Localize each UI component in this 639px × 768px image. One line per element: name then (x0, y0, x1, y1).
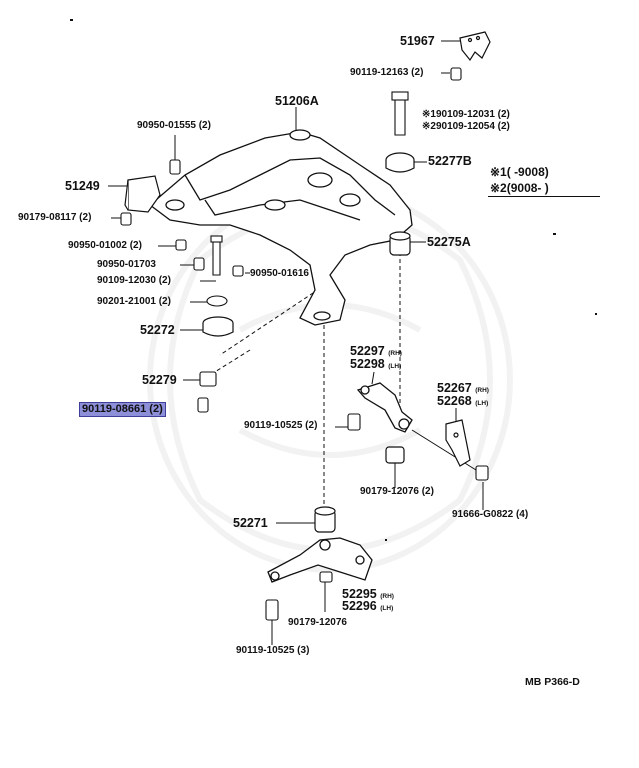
legend-row-2: ※2(9008- ) (490, 181, 549, 195)
label-52267: 52267 (RH) (437, 381, 489, 395)
label-52277B: 52277B (428, 154, 472, 168)
label-90119-10525-2: 90119-10525 (2) (244, 420, 318, 431)
label-52272: 52272 (140, 323, 175, 337)
label-90109-12031: ※190109-12031 (2) (422, 109, 510, 120)
label-51206A: 51206A (275, 94, 319, 108)
label-90179-12076: 90179-12076 (288, 617, 347, 628)
label-51249: 51249 (65, 179, 100, 193)
label-90950-01703: 90950-01703 (97, 259, 156, 270)
bracket-51967 (459, 31, 491, 62)
diagram-code: MB P366-D (525, 676, 580, 688)
legend-row-1: ※1( -9008) (490, 165, 549, 179)
upper-arm (356, 382, 413, 433)
label-52295: 52295 (RH) (342, 587, 394, 601)
lower-arm (267, 537, 373, 583)
bushings (202, 152, 415, 533)
legend-underline (488, 196, 600, 197)
bracket-51249 (124, 175, 161, 213)
label-52298: 52298 (LH) (350, 357, 402, 371)
label-52279: 52279 (142, 373, 177, 387)
label-52275A: 52275A (427, 235, 471, 249)
fasteners (120, 67, 489, 621)
label-90950-01555: 90950-01555 (2) (137, 120, 211, 131)
label-90119-10525-3: 90119-10525 (3) (236, 645, 310, 656)
label-52268: 52268 (LH) (437, 394, 489, 408)
label-52296: 52296 (LH) (342, 599, 394, 613)
label-90179-12076-2: 90179-12076 (2) (360, 486, 434, 497)
label-52271: 52271 (233, 516, 268, 530)
label-90109-12054: ※290109-12054 (2) (422, 121, 510, 132)
label-90201-21001: 90201-21001 (2) (97, 296, 171, 307)
label-90119-12163: 90119-12163 (2) (350, 67, 424, 78)
label-90950-01616: 90950-01616 (250, 268, 309, 279)
label-90109-12030: 90109-12030 (2) (97, 275, 171, 286)
label-90179-08117: 90179-08117 (2) (18, 212, 92, 223)
label-90119-08661-highlighted[interactable]: 90119-08661 (2) (79, 402, 166, 417)
label-51967: 51967 (400, 34, 435, 48)
label-90950-01002: 90950-01002 (2) (68, 240, 142, 251)
bracket-52267 (445, 419, 471, 467)
label-91666-G0822: 91666-G0822 (4) (452, 509, 529, 520)
label-52297: 52297 (RH) (350, 344, 402, 358)
suspension-crossmember (148, 129, 413, 326)
